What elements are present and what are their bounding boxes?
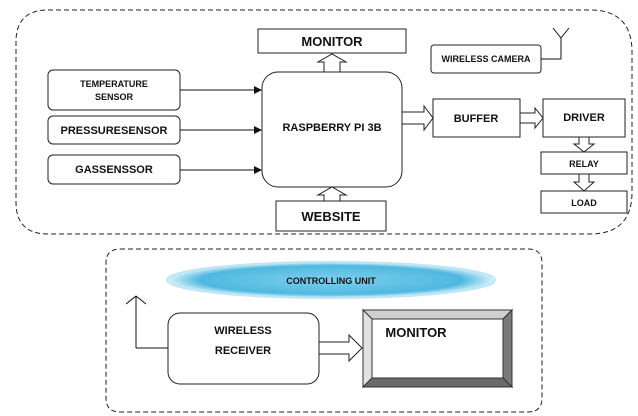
bottom-monitor: [361, 308, 514, 389]
controlling-unit-title: CONTROLLING UNIT: [286, 276, 376, 286]
driver-box: [542, 98, 626, 138]
receiver-to-monitor-arrow: [318, 333, 363, 363]
receiver-antenna-icon: [125, 295, 168, 349]
raspberry-pi-label: RASPBERRY PI 3B: [282, 122, 381, 134]
driver-to-relay-arrow: [572, 136, 596, 153]
sensor-arrows: [180, 86, 262, 174]
gas-sensor-label: GASSENSSOR: [75, 164, 153, 176]
website-box: [275, 200, 387, 232]
load-label: LOAD: [571, 198, 597, 208]
top-block-border: [15, 9, 633, 235]
relay-label: RELAY: [569, 159, 599, 169]
temperature-sensor-label-1: TEMPERATURE: [80, 79, 148, 89]
temperature-sensor-box: [47, 69, 181, 111]
website-to-pi-arrow: [316, 186, 348, 202]
antenna-icon: [541, 27, 570, 60]
relay-to-load-arrow: [572, 173, 596, 192]
buffer-label: BUFFER: [454, 113, 499, 125]
load-box: [540, 190, 628, 214]
bottom-monitor-label: MONITOR: [385, 325, 447, 340]
pi-to-monitor-arrow: [316, 53, 348, 73]
pi-to-buffer-arrow: [401, 104, 434, 132]
controlling-unit-ellipse: [166, 261, 496, 299]
pressure-sensor-label: PRESSURESENSOR: [61, 125, 168, 137]
monitor-box: [257, 28, 407, 54]
monitor-label: MONITOR: [301, 34, 363, 49]
wireless-receiver-label-2: RECEIVER: [215, 345, 271, 357]
buffer-box: [432, 98, 521, 138]
buffer-to-driver-arrow: [519, 106, 544, 130]
bottom-block-border: [105, 248, 543, 413]
website-label: WEBSITE: [301, 209, 361, 224]
temperature-sensor-label-2: SENSOR: [95, 92, 134, 102]
wireless-receiver-label-1: WIRELESS: [214, 325, 271, 337]
wireless-camera-label: WIRELESS CAMERA: [441, 54, 531, 64]
driver-label: DRIVER: [563, 112, 605, 124]
